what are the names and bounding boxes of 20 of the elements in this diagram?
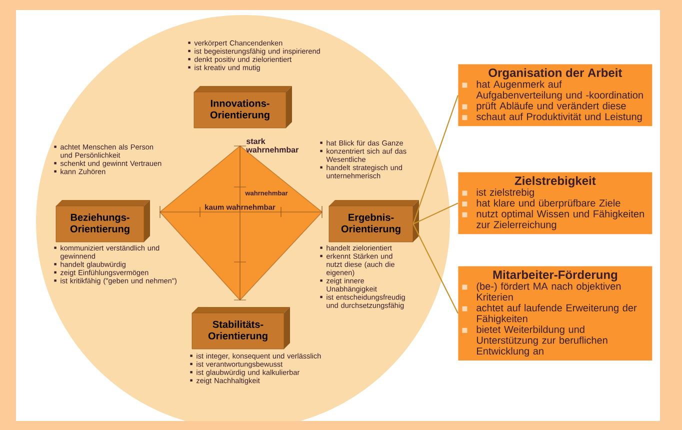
box-heading: Organisation der Arbeit: [488, 68, 622, 80]
bullet-item: bietet Weiterbildung und Unterstützung zur beruflichen Entwicklung an: [462, 326, 608, 357]
summary-box: [458, 266, 652, 361]
summary-box: [458, 64, 652, 126]
scale-label: stark wahrnehmbar: [246, 138, 299, 153]
connector-line: [412, 224, 458, 314]
orientation-box: Beziehungs- Orientierung: [56, 200, 150, 242]
connector-line: [412, 95, 459, 224]
summary-box: [458, 172, 652, 234]
orientation-box: Stabilitäts- Orientierung: [192, 307, 290, 350]
orientation-box: Innovations- Orientierung: [194, 86, 292, 128]
connector-line: [412, 202, 458, 224]
box-heading: Zielstrebigkeit: [514, 176, 596, 188]
orientation-box: Ergebnis- Orientierung: [328, 200, 419, 242]
bullet-item: schaut auf Produktivität und Leistung: [462, 112, 642, 122]
bullet-item: ist zielstrebig: [462, 188, 534, 198]
bullet-item: nutzt optimal Wissen und Fähigkeiten zur Zielerreichung: [462, 210, 644, 230]
bullet-item: prüft Abläufe und verändert diese: [462, 102, 626, 112]
bullet-item: hat klare und überprüfbare Ziele: [462, 199, 620, 209]
box-heading: Mitarbeiter-Förderung: [493, 270, 618, 282]
